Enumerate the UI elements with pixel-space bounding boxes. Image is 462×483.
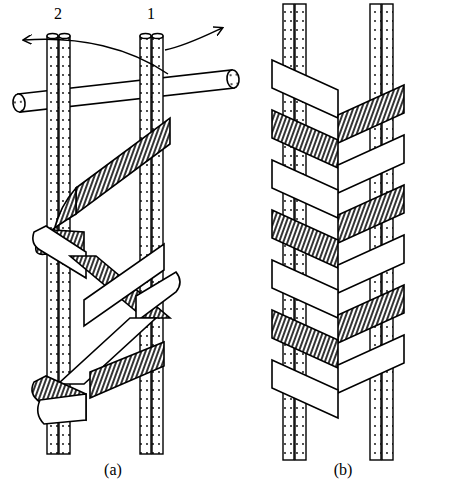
figure-label: (b) [332,461,355,479]
herringbone-braid [272,60,404,418]
weaving-strips-a [32,118,180,424]
rod-number: 1 [145,5,157,23]
weaver-stick [12,69,240,112]
movement-arrows [24,28,222,74]
figure-label: (a) [102,461,124,479]
rod-number: 2 [52,5,64,23]
